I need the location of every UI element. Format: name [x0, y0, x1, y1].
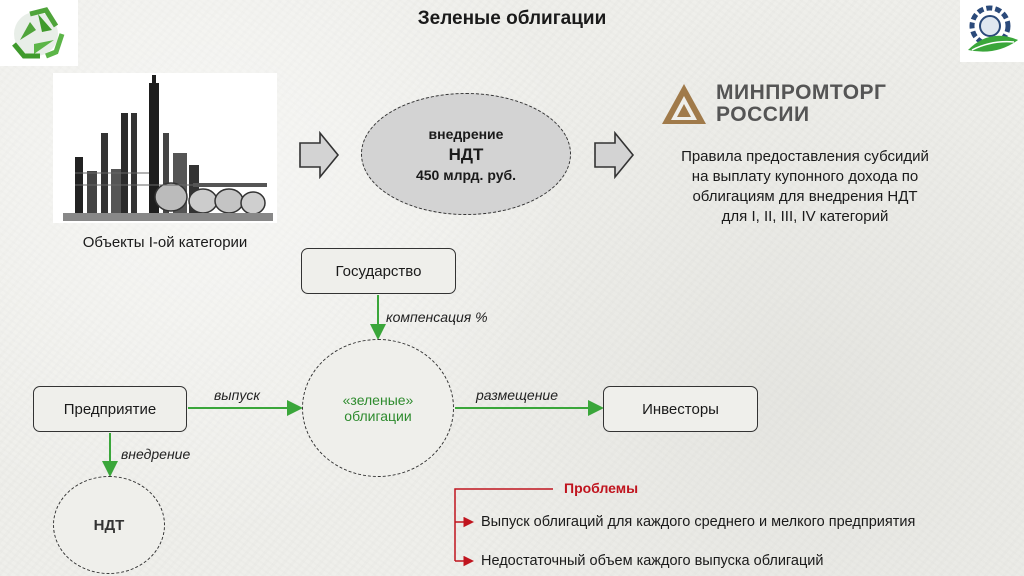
- ndt-top-amount: 450 млрд. руб.: [415, 166, 517, 183]
- compensation-label: компенсация %: [386, 309, 488, 325]
- minpromtorg-emblem-icon: [662, 84, 706, 124]
- green-bonds-line2: облигации: [344, 408, 412, 424]
- placement-label: размещение: [476, 387, 558, 403]
- ndt-node: НДТ: [53, 476, 165, 574]
- block-arrow-right-icon: [594, 131, 635, 179]
- ndt-top-line1: внедрение: [428, 125, 504, 142]
- minpromtorg-line2: РОССИИ: [716, 103, 810, 126]
- problems-bracket: [454, 488, 553, 561]
- rules-line: на выплату купонного дохода по: [691, 168, 919, 185]
- enterprise-node: Предприятие: [33, 386, 187, 432]
- green-bonds-node: «зеленые» облигации: [302, 339, 454, 477]
- minpromtorg-logo-text: МИНПРОМТОРГ РОССИИ: [716, 82, 886, 126]
- recycle-logo: [0, 0, 78, 66]
- recycle-icon: [12, 7, 65, 59]
- rules-line: облигациям для внедрения НДТ: [692, 188, 918, 205]
- ndt-top-line2: НДТ: [448, 144, 484, 164]
- problem-item: Выпуск облигаций для каждого среднего и …: [481, 514, 916, 530]
- subsidy-rules-text: Правила предоставления субсидий на выпла…: [660, 147, 950, 227]
- block-arrow-right-icon: [299, 131, 340, 179]
- factory-illustration: [53, 73, 277, 223]
- rules-line: для I, II, III, IV категорий: [721, 208, 889, 225]
- issue-label: выпуск: [214, 387, 260, 403]
- green-bonds-line1: «зеленые»: [342, 392, 414, 408]
- problem-item: Недостаточный объем каждого выпуска обли…: [481, 553, 824, 569]
- problems-title: Проблемы: [564, 480, 639, 496]
- gear-leaf-icon: [968, 5, 1018, 52]
- minpromtorg-line1: МИНПРОМТОРГ: [716, 81, 887, 104]
- facilities-caption: Объекты I-ой категории: [82, 234, 248, 251]
- investors-node: Инвесторы: [603, 386, 758, 432]
- gear-leaf-logo: [960, 0, 1024, 62]
- page-title: Зеленые облигации: [417, 8, 607, 29]
- rules-line: Правила предоставления субсидий: [681, 148, 929, 165]
- state-node: Государство: [301, 248, 456, 294]
- ndt-implementation-node: внедрение НДТ 450 млрд. руб.: [361, 93, 571, 215]
- implementation-label: внедрение: [121, 446, 191, 462]
